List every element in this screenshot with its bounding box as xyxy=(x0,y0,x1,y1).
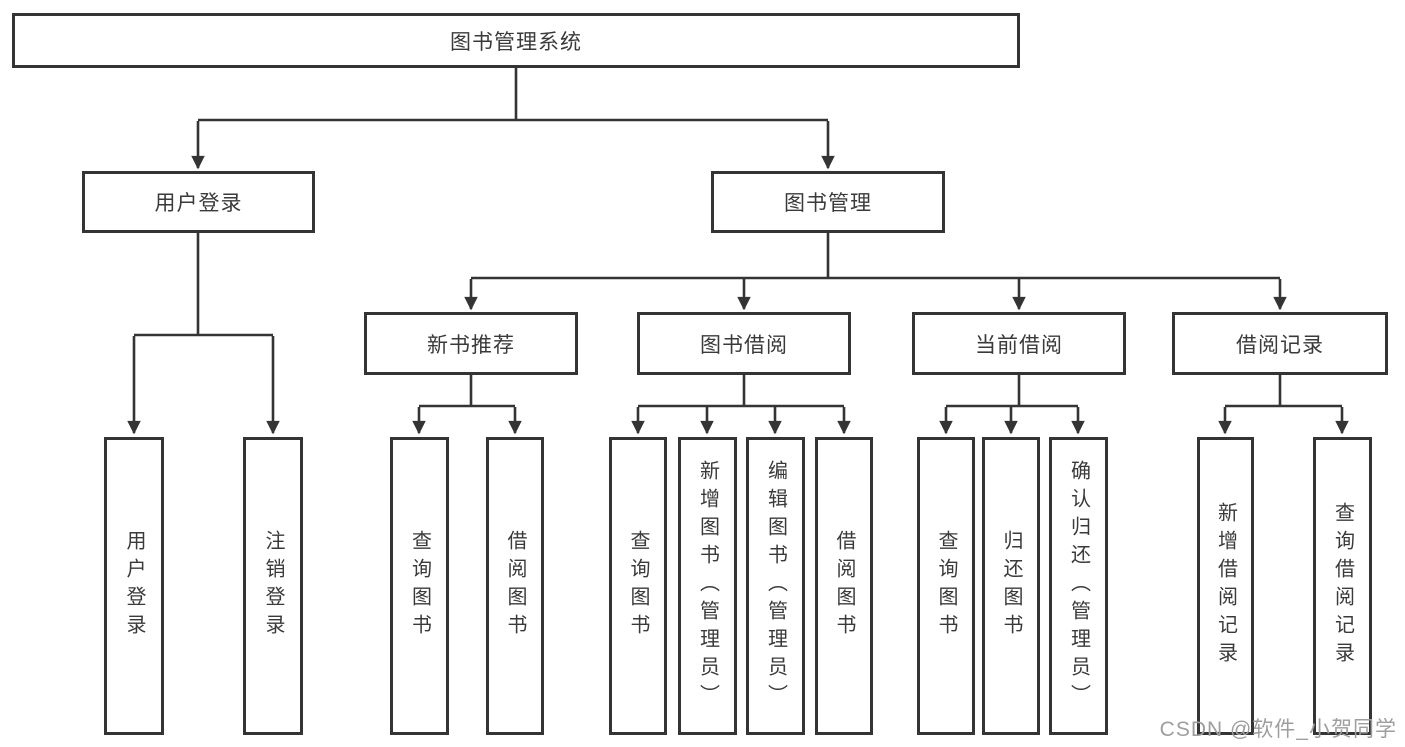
node-label: 查询图书 xyxy=(627,530,649,642)
node-label: 查询图书 xyxy=(408,530,431,642)
node-label: 用户登录 xyxy=(154,192,243,215)
node-newbook-borrow-books: 借阅图书 xyxy=(486,437,544,735)
node-borrow-edit-books-admin: 编辑图书（管理员） xyxy=(746,437,805,735)
node-user-login-leaf: 用户登录 xyxy=(104,437,164,735)
node-label: 借阅图书 xyxy=(504,530,526,642)
node-logout-leaf: 注销登录 xyxy=(243,437,303,735)
node-label: 新书推荐 xyxy=(427,333,515,357)
node-records-query-record: 查询借阅记录 xyxy=(1313,437,1372,735)
node-current-query-books: 查询图书 xyxy=(917,437,975,735)
node-library-system: 图书管理系统 xyxy=(12,13,1020,68)
node-book-management: 图书管理 xyxy=(711,171,945,233)
node-newbook-query-books: 查询图书 xyxy=(390,437,449,735)
node-label: 图书管理 xyxy=(784,192,872,215)
node-label: 注销登录 xyxy=(262,530,284,642)
node-new-book-recommend: 新书推荐 xyxy=(364,312,578,375)
node-label: 图书借阅 xyxy=(700,333,788,357)
node-borrowing-records: 借阅记录 xyxy=(1172,312,1388,375)
node-borrow-borrow-books: 借阅图书 xyxy=(815,437,873,735)
node-records-add-record: 新增借阅记录 xyxy=(1197,437,1254,735)
node-user-login: 用户登录 xyxy=(82,171,315,233)
node-label: 确认归还（管理员） xyxy=(1067,460,1090,712)
node-label: 新增图书（管理员） xyxy=(696,460,719,712)
node-book-borrowing: 图书借阅 xyxy=(637,312,851,375)
node-label: 归还图书 xyxy=(1000,530,1022,642)
node-current-confirm-return-admin: 确认归还（管理员） xyxy=(1049,437,1108,735)
node-borrow-query-books: 查询图书 xyxy=(609,437,667,735)
node-label: 用户登录 xyxy=(123,530,145,642)
node-label: 图书管理系统 xyxy=(450,30,582,54)
node-label: 编辑图书（管理员） xyxy=(764,460,787,712)
node-current-borrowing: 当前借阅 xyxy=(912,312,1126,375)
node-label: 新增借阅记录 xyxy=(1214,502,1237,670)
csdn-watermark: CSDN @软件_小贺同学 xyxy=(1159,718,1397,741)
node-label: 借阅记录 xyxy=(1236,333,1324,357)
node-label: 查询借阅记录 xyxy=(1331,502,1354,670)
node-current-return-books: 归还图书 xyxy=(982,437,1040,735)
node-label: 借阅图书 xyxy=(833,530,855,642)
node-label: 查询图书 xyxy=(935,530,957,642)
node-label: 当前借阅 xyxy=(975,333,1063,357)
node-borrow-add-books-admin: 新增图书（管理员） xyxy=(678,437,737,735)
